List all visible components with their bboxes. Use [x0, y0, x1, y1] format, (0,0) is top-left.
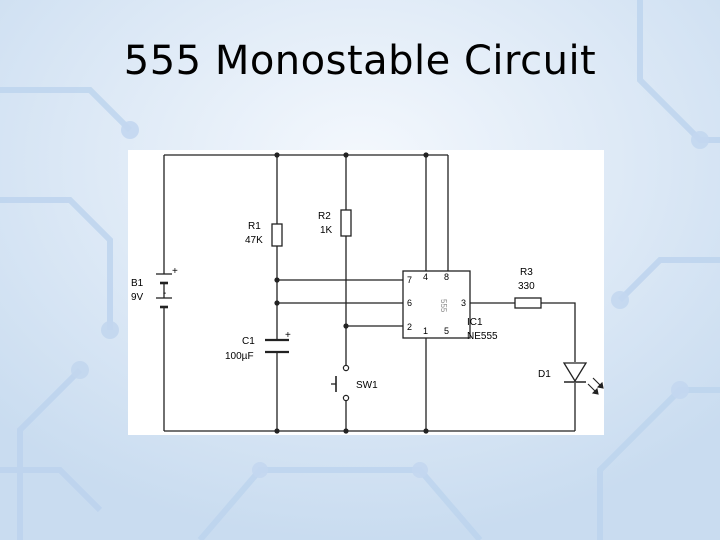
d1-name: D1: [538, 369, 551, 380]
r2-name: R2: [318, 211, 331, 222]
ic-pin-1: 1: [423, 326, 428, 336]
r3-name: R3: [520, 267, 533, 278]
ic-pin-5: 5: [444, 326, 449, 336]
light-emission-arrows-icon: [587, 377, 604, 395]
junction-dots: [274, 152, 429, 434]
ic-pin-3: 3: [461, 298, 466, 308]
ic-chip-label: 555: [439, 299, 448, 313]
schematic-panel: + - B1 9V R1 47K R2 1K + C1 100µF: [128, 150, 604, 435]
battery-minus-sign: -: [163, 288, 166, 299]
ic-pin-2: 2: [407, 322, 412, 332]
battery-value: 9V: [131, 292, 144, 303]
capacitor-c1: + C1 100µF: [225, 330, 291, 362]
battery-plus-sign: +: [172, 266, 178, 277]
ic-pin-7: 7: [407, 275, 412, 285]
led-d1: D1: [538, 362, 604, 395]
r1-value: 47K: [245, 235, 263, 246]
ic1-ne555: 555 7 6 2 4 8 3 1 5 IC1 NE555: [402, 270, 498, 342]
battery-b1: + - B1 9V: [131, 266, 178, 312]
c1-name: C1: [242, 336, 255, 347]
ic-pin-6: 6: [407, 298, 412, 308]
ic-pin-4: 4: [423, 272, 428, 282]
c1-value: 100µF: [225, 351, 254, 362]
r1-name: R1: [248, 221, 261, 232]
resistor-r3: R3 330: [514, 267, 542, 309]
sw1-name: SW1: [356, 380, 378, 391]
ic1-name: IC1: [467, 317, 483, 328]
r3-value: 330: [518, 281, 535, 292]
slide-title: 555 Monostable Circuit: [123, 38, 597, 84]
wires: [163, 154, 576, 432]
r2-value: 1K: [320, 225, 333, 236]
battery-name: B1: [131, 278, 144, 289]
resistor-r2: R2 1K: [318, 209, 352, 237]
schematic: + - B1 9V R1 47K R2 1K + C1 100µF: [131, 152, 604, 434]
c1-plus-sign: +: [285, 330, 291, 341]
ic1-part: NE555: [467, 331, 498, 342]
resistor-r1: R1 47K: [245, 221, 283, 247]
ic-pin-8: 8: [444, 272, 449, 282]
switch-sw1: SW1: [331, 364, 378, 402]
